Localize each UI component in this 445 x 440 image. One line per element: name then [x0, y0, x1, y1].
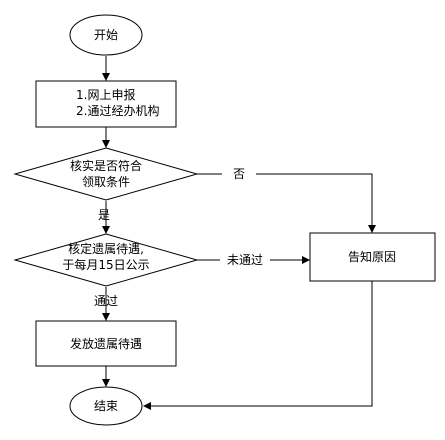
approve-line-1: 核定遗属待遇,	[68, 241, 144, 256]
apply-line-1: 1.网上申报	[76, 87, 135, 102]
approve-line-2: 于每月15日公示	[62, 257, 149, 272]
start-label: 开始	[94, 28, 118, 42]
edge-label-passed: 通过	[94, 294, 118, 308]
edge-label-yes: 是	[98, 208, 110, 222]
end-terminator	[69, 386, 143, 426]
apply-process-box	[35, 80, 177, 128]
approval-decision	[13, 233, 199, 287]
issue-process-box	[35, 320, 177, 367]
notify-label: 告知原因	[348, 250, 396, 264]
notify-process-box	[309, 232, 436, 282]
check-line-2: 领取条件	[82, 175, 130, 189]
connector-check-notify	[197, 173, 372, 232]
apply-line-2: 2.通过经办机构	[76, 103, 159, 118]
connector-notify-end	[143, 281, 373, 410]
issue-label: 发放遗属待遇	[70, 336, 142, 351]
edge-label-failed: 未通过	[227, 253, 263, 267]
end-label: 结束	[94, 399, 118, 413]
eligibility-decision	[13, 147, 199, 201]
edge-label-no: 否	[233, 167, 245, 181]
start-terminator	[69, 14, 143, 56]
check-line-1: 核实是否符合	[70, 158, 142, 173]
